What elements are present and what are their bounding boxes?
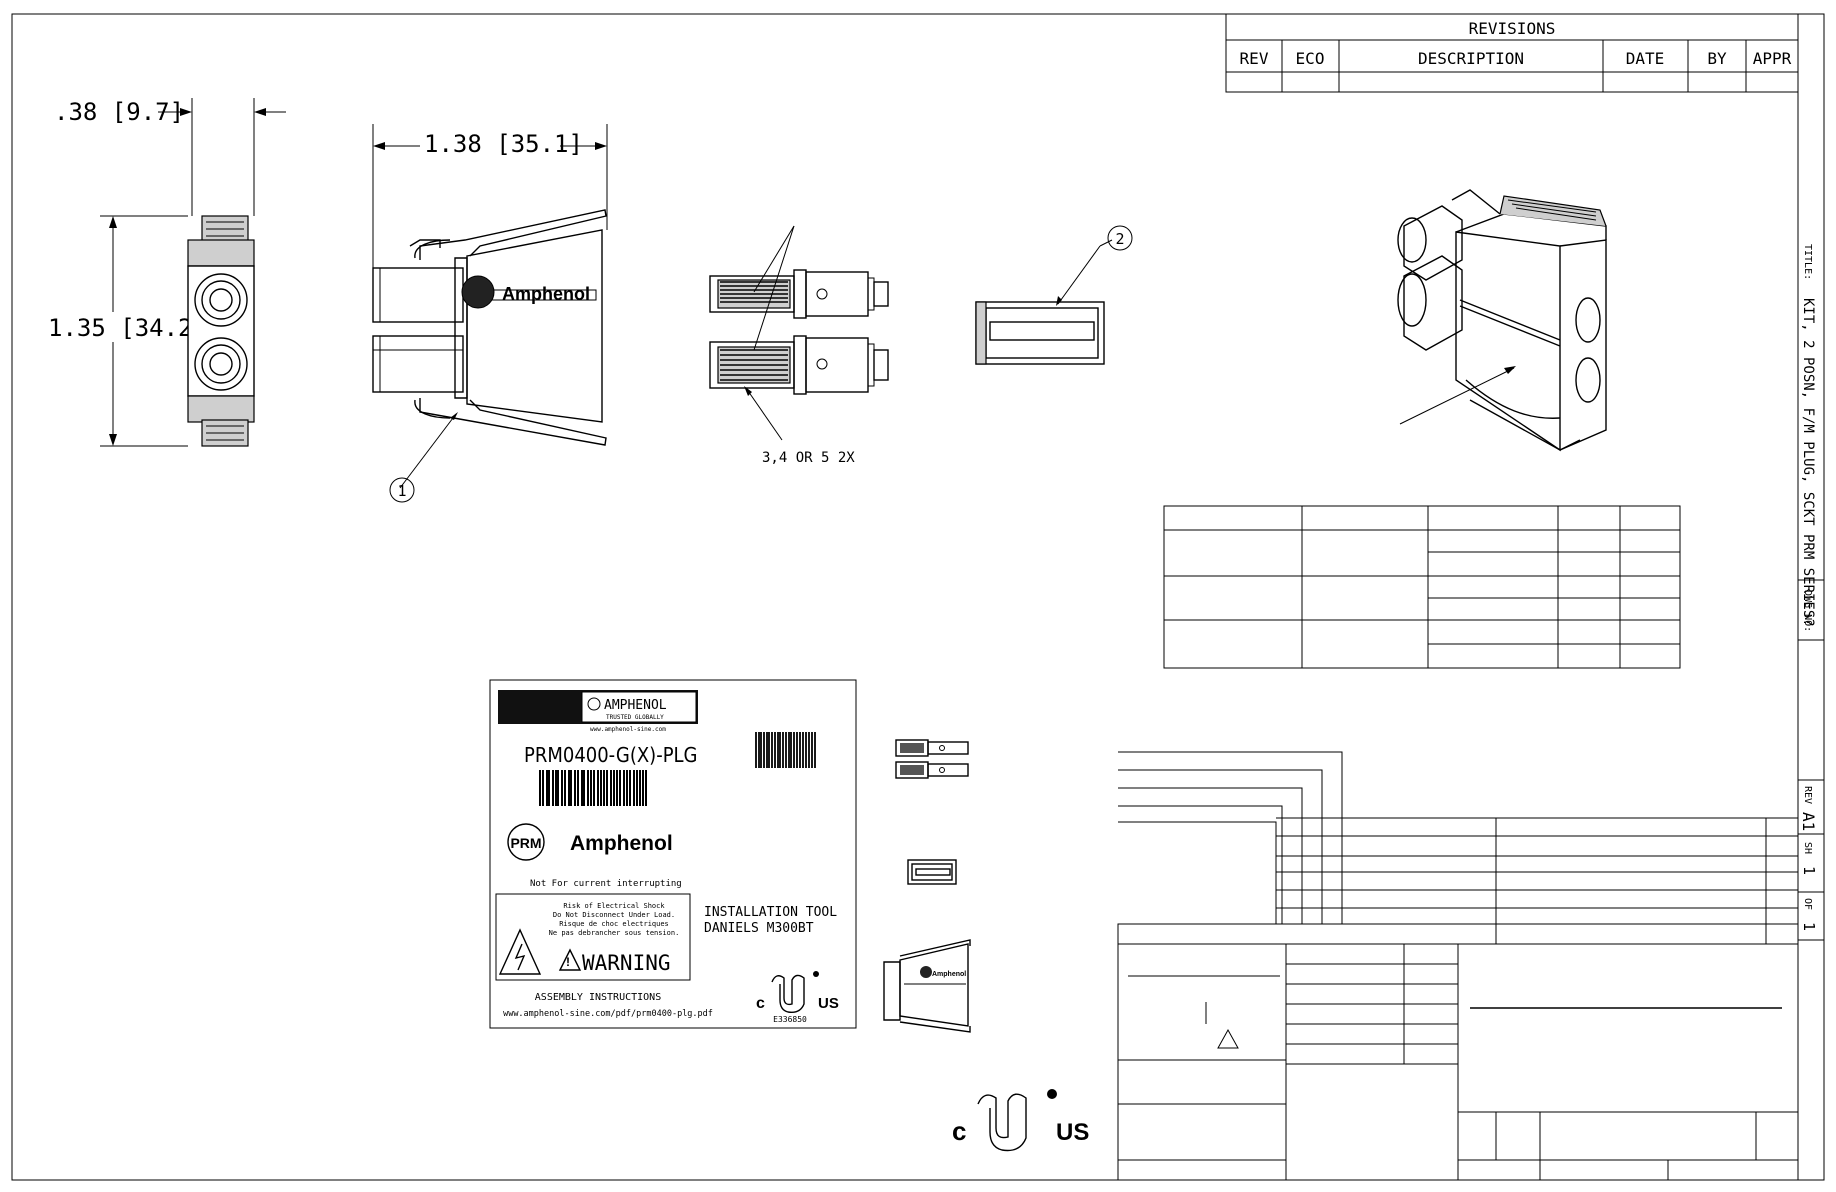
title-block	[1117, 751, 1799, 1181]
contacts-note: 3,4 OR 5 2X	[762, 450, 855, 466]
label-prm-badge: PRM	[510, 835, 541, 851]
side-dwg-label: DWG NO:	[1802, 590, 1813, 632]
blank-table	[1163, 505, 1681, 669]
amphenol-logo-icon	[461, 275, 495, 309]
svg-text:!: !	[566, 955, 570, 969]
by-col-header: BY	[1707, 49, 1727, 68]
svg-text:Amphenol: Amphenol	[932, 971, 966, 978]
side-title-value: KIT, 2 POSN, F/M PLUG, SCKT PRM SERIES?	[1800, 298, 1816, 627]
revisions-title: REVISIONS	[1469, 19, 1556, 38]
ul-mark-small-icon: c US	[756, 971, 839, 1014]
rev-col-header: REV	[1240, 49, 1269, 68]
label-brand: AMPHENOL	[604, 698, 667, 713]
assembly-url: www.amphenol-sine.com/pdf/prm0400-plg.pd…	[503, 1009, 713, 1019]
side-of-label: OF	[1802, 898, 1813, 910]
barcode-small	[755, 732, 816, 768]
label-not-interrupt: Not For current interrupting	[530, 879, 682, 889]
svg-text:US: US	[818, 995, 839, 1012]
small-parts-preview: Amphenol	[883, 739, 971, 1033]
dimension-height: 1.35 [34.2]	[48, 314, 207, 342]
side-sh-value: 1	[1800, 866, 1818, 875]
appr-col-header: APPR	[1753, 49, 1792, 68]
product-label: AMPHENOL TRUSTED GLOBALLY www.amphenol-s…	[489, 679, 857, 1029]
label-warning: WARNING	[582, 951, 671, 975]
warn-line-1: Risk of Electrical Shock	[563, 902, 665, 910]
ul-mark-large-icon: c US	[952, 1089, 1089, 1152]
side-view: .38 [9.7] 1.35 [34.2]	[44, 98, 286, 447]
label-tagline: TRUSTED GLOBALLY	[606, 714, 664, 721]
shock-hazard-icon	[498, 928, 542, 975]
side-rev-label: REV	[1802, 786, 1813, 804]
dimension-length: 1.38 [35.1]	[424, 130, 583, 158]
revision-delta-icon	[1217, 1028, 1239, 1049]
svg-text:US: US	[1056, 1119, 1089, 1146]
assembly-title: ASSEMBLY INSTRUCTIONS	[535, 992, 661, 1003]
eco-col-header: ECO	[1296, 49, 1325, 68]
item2-view: 2	[975, 225, 1133, 365]
svg-text:c: c	[952, 1116, 966, 1146]
housing-logo-text: Amphenol	[502, 284, 590, 304]
ul-file-number: E336850	[773, 1015, 807, 1024]
svg-text:c: c	[756, 995, 765, 1012]
revisions-table: REVISIONS REV ECO DESCRIPTION DATE BY AP…	[1225, 13, 1799, 93]
date-col-header: DATE	[1626, 49, 1665, 68]
side-rev-value: A1	[1799, 812, 1818, 831]
side-title-strip: TITLE: KIT, 2 POSN, F/M PLUG, SCKT PRM S…	[1798, 244, 1824, 941]
amphenol-mark-icon	[587, 697, 601, 711]
barcode-large	[539, 770, 647, 806]
balloon-1-label: 1	[397, 482, 406, 500]
warn-line-3: Risque de choc electriques	[559, 920, 669, 928]
side-title-label: TITLE:	[1802, 244, 1813, 280]
install-tool-line-1: INSTALLATION TOOL	[704, 905, 837, 920]
warn-line-2: Do Not Disconnect Under Load.	[553, 911, 675, 919]
side-sh-label: SH	[1802, 842, 1813, 854]
sheet-border	[11, 13, 1825, 1181]
install-tool-line-2: DANIELS M300BT	[704, 921, 814, 936]
warning-triangle-icon	[558, 948, 582, 971]
label-website: www.amphenol-sine.com	[590, 726, 666, 733]
description-col-header: DESCRIPTION	[1418, 49, 1524, 68]
balloon-2	[1107, 225, 1133, 251]
housing-front-view: 1.38 [35.1] Amphenol 1	[372, 124, 608, 503]
dimension-width: .38 [9.7]	[54, 98, 184, 126]
warn-line-4: Ne pas debrancher sous tension.	[549, 929, 680, 937]
label-brand2: Amphenol	[570, 832, 673, 855]
balloon-1	[389, 477, 415, 503]
label-part-number: PRM0400-G(X)-PLG	[524, 743, 698, 767]
contacts-view: 3,4 OR 5 2X	[709, 225, 889, 466]
balloon-2-label: 2	[1115, 230, 1124, 248]
isometric-view	[1397, 189, 1607, 452]
side-of-value: 1	[1800, 922, 1818, 931]
